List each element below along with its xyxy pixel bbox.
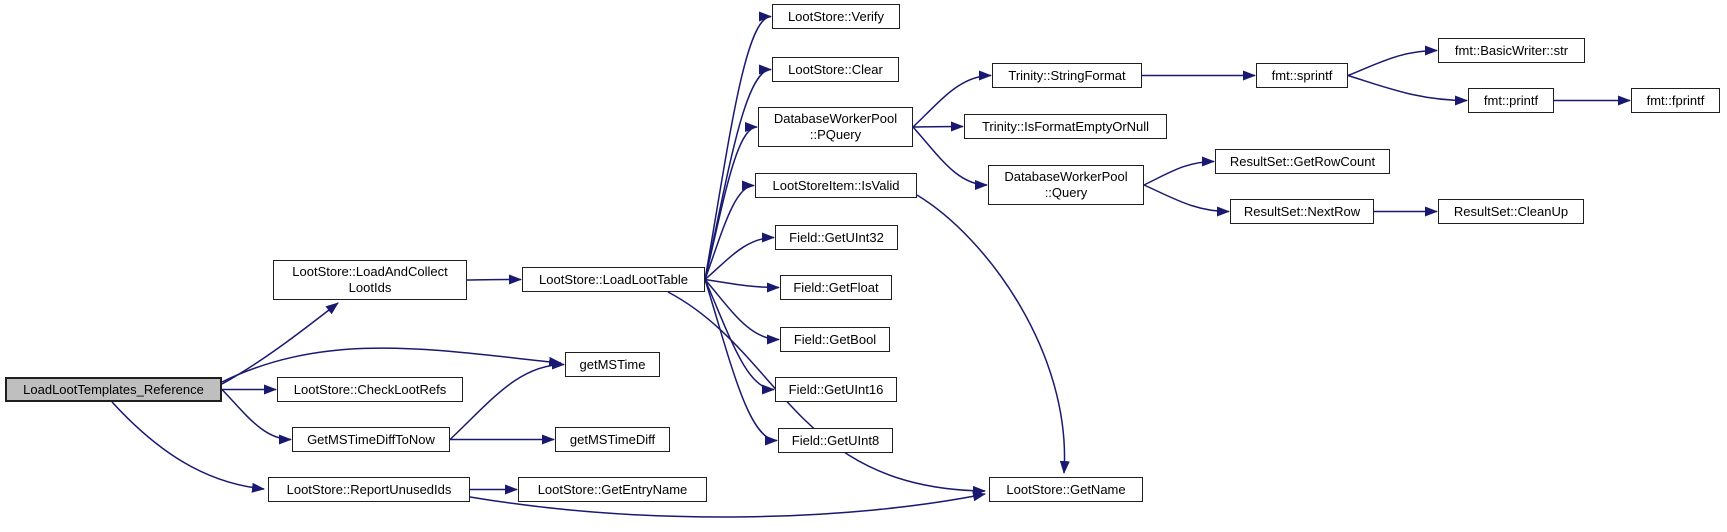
node-printf[interactable]: fmt::printf (1468, 88, 1554, 113)
node-gu16-label: Field::GetUInt16 (788, 381, 884, 397)
node-gmsdtn-label: GetMSTimeDiffToNow (307, 431, 435, 447)
edge-rui-getname (469, 491, 986, 518)
node-llt-label: LootStore::LoadLootTable (539, 271, 688, 287)
node-clear[interactable]: LootStore::Clear (772, 57, 899, 82)
node-gen-label: LootStore::GetEntryName (537, 481, 688, 497)
node-gu8-label: Field::GetUInt8 (791, 432, 880, 448)
node-growcount[interactable]: ResultSet::GetRowCount (1215, 149, 1390, 174)
edge-gmsdtn-gmst (449, 359, 565, 441)
node-cleanup-label: ResultSet::CleanUp (1453, 203, 1569, 219)
node-query[interactable]: DatabaseWorkerPool::Query (988, 165, 1144, 205)
node-llt[interactable]: LootStore::LoadLootTable (522, 267, 705, 292)
node-lac-label: LootStore::LoadAndCollect (292, 264, 448, 279)
node-fprintf-label: fmt::fprintf (1646, 92, 1705, 108)
node-getname-label: LootStore::GetName (1006, 481, 1126, 497)
edge-ref-rui (111, 401, 265, 493)
node-nextrow-label: ResultSet::NextRow (1243, 203, 1361, 219)
node-clear-label: LootStore::Clear (788, 61, 883, 77)
edge-llt-gfloat (704, 278, 780, 293)
node-printf-label: fmt::printf (1483, 92, 1539, 108)
node-gmst[interactable]: getMSTime (565, 352, 660, 377)
node-isfmt[interactable]: Trinity::IsFormatEmptyOrNull (964, 114, 1167, 139)
node-fprintf[interactable]: fmt::fprintf (1631, 88, 1720, 113)
node-rui-label: LootStore::ReportUnusedIds (286, 481, 452, 497)
node-growcount-label: ResultSet::GetRowCount (1229, 153, 1376, 169)
edge-ref-gmst (221, 347, 562, 383)
node-gmstd[interactable]: getMSTimeDiff (555, 427, 670, 452)
edge-pquery-strfmt (912, 70, 992, 128)
node-sprintf[interactable]: fmt::sprintf (1256, 63, 1348, 88)
node-gu8[interactable]: Field::GetUInt8 (778, 428, 893, 453)
node-pquery-label: DatabaseWorkerPool (773, 111, 898, 126)
edge-isvalid-getname (916, 194, 1070, 474)
node-ref: LoadLootTemplates_Reference (5, 377, 222, 402)
edge-ref-lac (221, 302, 339, 385)
edge-llt-verify (704, 11, 772, 280)
node-isvalid[interactable]: LootStoreItem::IsValid (755, 173, 917, 198)
node-gfloat[interactable]: Field::GetFloat (780, 275, 892, 300)
edge-sprintf-bwstr (1347, 45, 1438, 77)
node-lac-label: LootIds (348, 280, 392, 295)
node-getname[interactable]: LootStore::GetName (989, 477, 1143, 502)
node-gbool[interactable]: Field::GetBool (780, 327, 890, 352)
edge-query-growcount (1143, 156, 1215, 186)
node-ref-label: LoadLootTemplates_Reference (23, 381, 204, 397)
node-gen[interactable]: LootStore::GetEntryName (518, 477, 707, 502)
node-gmsdtn[interactable]: GetMSTimeDiffToNow (292, 427, 450, 452)
edge-pquery-query (912, 126, 988, 190)
node-pquery-label: ::PQuery (809, 127, 862, 142)
node-gu32-label: Field::GetUInt32 (789, 229, 884, 245)
node-checkrefs-label: LootStore::CheckLootRefs (293, 381, 447, 397)
node-bwstr-label: fmt::BasicWriter::str (1454, 42, 1569, 58)
node-verify-label: LootStore::Verify (787, 8, 885, 24)
node-isfmt-label: Trinity::IsFormatEmptyOrNull (981, 118, 1150, 134)
edge-llt-isvalid (704, 180, 755, 280)
node-gu32[interactable]: Field::GetUInt32 (775, 225, 898, 250)
node-gmstd-label: getMSTimeDiff (569, 431, 656, 447)
node-checkrefs[interactable]: LootStore::CheckLootRefs (277, 377, 463, 402)
node-strfmt[interactable]: Trinity::StringFormat (992, 63, 1142, 88)
node-gmst-label: getMSTime (579, 356, 646, 372)
node-gu16[interactable]: Field::GetUInt16 (775, 377, 897, 402)
edge-sprintf-printf (1347, 74, 1468, 106)
node-sprintf-label: fmt::sprintf (1271, 67, 1333, 83)
node-cleanup[interactable]: ResultSet::CleanUp (1438, 199, 1584, 224)
edge-query-nextrow (1143, 184, 1230, 217)
node-gbool-label: Field::GetBool (793, 331, 877, 347)
node-pquery[interactable]: DatabaseWorkerPool::PQuery (758, 107, 913, 147)
node-bwstr[interactable]: fmt::BasicWriter::str (1438, 38, 1585, 63)
edge-llt-gu8 (704, 279, 778, 446)
node-gfloat-label: Field::GetFloat (793, 279, 879, 295)
node-query-label: ::Query (1044, 185, 1088, 200)
edge-llt-gbool (704, 279, 780, 345)
edge-pquery-isfmt (912, 121, 964, 132)
edge-llt-gu32 (704, 232, 775, 281)
node-query-label: DatabaseWorkerPool (1004, 169, 1128, 184)
node-nextrow[interactable]: ResultSet::NextRow (1230, 199, 1374, 224)
node-isvalid-label: LootStoreItem::IsValid (772, 177, 900, 193)
node-verify[interactable]: LootStore::Verify (772, 4, 900, 29)
edge-ref-gmsdtn (221, 388, 292, 445)
edge-llt-getname (667, 291, 986, 496)
node-rui[interactable]: LootStore::ReportUnusedIds (268, 477, 470, 502)
edge-llt-gu16 (704, 279, 775, 395)
edge-llt-pquery (704, 122, 758, 280)
edge-lac-llt (466, 274, 522, 285)
node-strfmt-label: Trinity::StringFormat (1008, 67, 1126, 83)
